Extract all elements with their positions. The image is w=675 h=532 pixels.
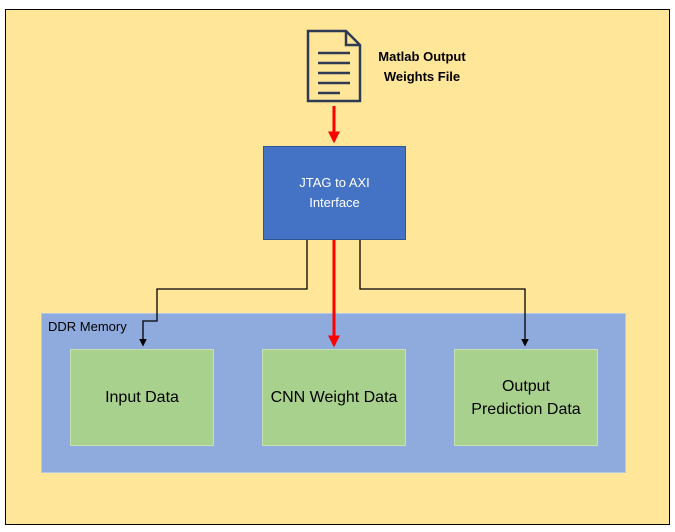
cnn-weight-data-block: CNN Weight Data xyxy=(262,349,406,446)
input-data-block: Input Data xyxy=(70,349,214,446)
jtag-to-axi-block: JTAG to AXI Interface xyxy=(263,146,406,240)
jtag-label-line1: JTAG to AXI xyxy=(299,175,370,190)
matlab-file-label-line2: Weights File xyxy=(383,69,461,84)
ddr-memory-label: DDR Memory xyxy=(48,319,127,334)
jtag-label-line2: Interface xyxy=(309,195,360,210)
output-prediction-label-line1: Output xyxy=(501,377,550,395)
output-prediction-label-line2: Prediction Data xyxy=(471,400,581,418)
output-prediction-data-block: Output Prediction Data xyxy=(454,349,598,446)
cnn-weight-data-label: CNN Weight Data xyxy=(270,389,398,406)
input-data-label: Input Data xyxy=(105,389,179,406)
matlab-file-label: Matlab Output Weights File xyxy=(366,47,478,87)
matlab-file-label-line1: Matlab Output xyxy=(378,49,466,64)
